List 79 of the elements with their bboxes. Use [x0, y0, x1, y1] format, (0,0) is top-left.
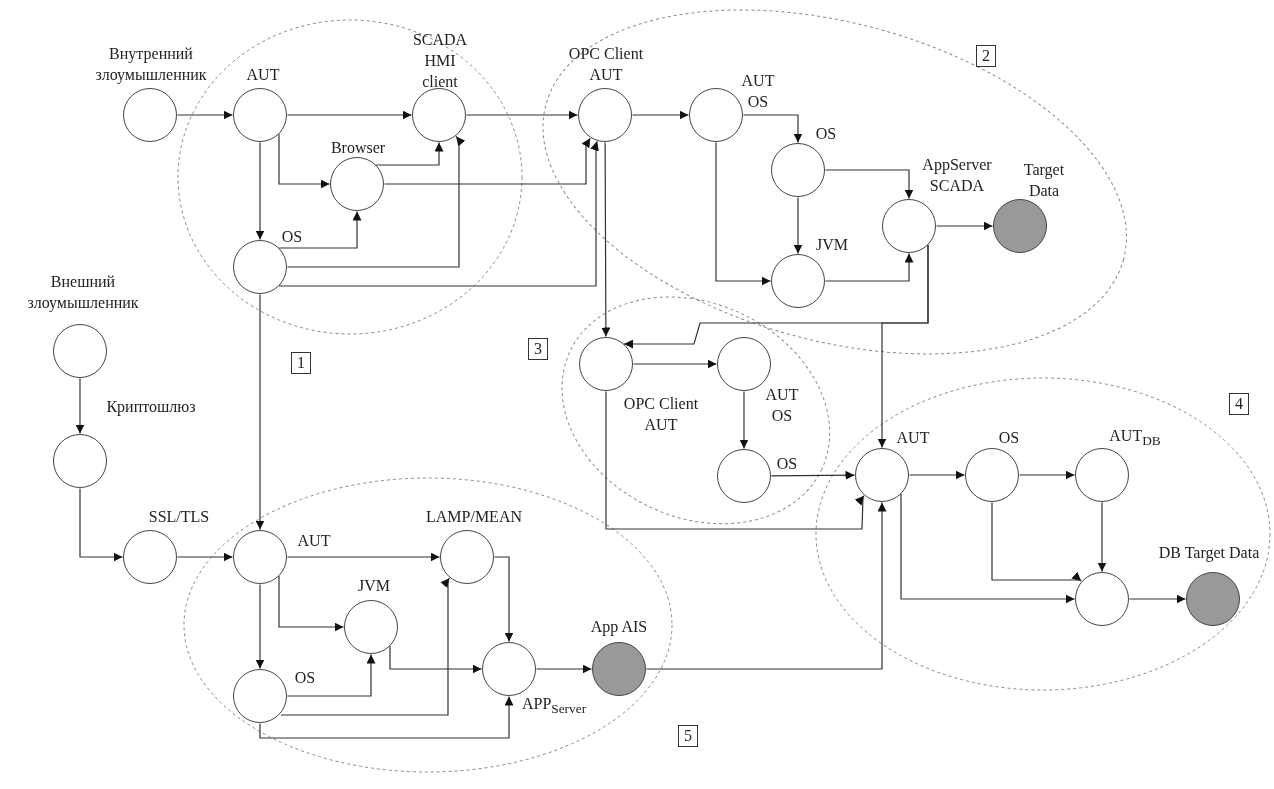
arrow	[375, 141, 444, 166]
arrow	[770, 470, 856, 480]
node-label: Target Data	[1022, 160, 1066, 201]
arrow	[278, 210, 362, 249]
arrow	[1128, 594, 1187, 604]
node-label: LAMP/MEAN	[426, 506, 522, 527]
node-label: AUT	[297, 530, 331, 551]
arrow	[900, 493, 1076, 604]
arrow	[824, 169, 914, 200]
node-label: SCADA HMI client	[411, 29, 469, 92]
node-label: AppServer SCADA	[921, 155, 993, 196]
arrow	[255, 293, 265, 531]
node-label: JVM	[358, 575, 390, 596]
arrow	[286, 653, 376, 697]
arrow	[383, 137, 591, 185]
arrow	[1097, 501, 1107, 573]
arrow	[465, 110, 579, 120]
arrow	[75, 377, 85, 435]
node-label: JVM	[816, 234, 848, 255]
arrow	[605, 390, 865, 530]
node-label: OS	[815, 123, 837, 144]
arrow	[79, 487, 124, 562]
arrow	[739, 390, 749, 450]
node-label: Внешний злоумышленник	[26, 272, 140, 314]
arrow	[493, 556, 514, 643]
callout-number: 1	[291, 352, 311, 374]
node-label: OPC Client AUT	[567, 44, 645, 85]
dashed-ellipse	[815, 377, 1271, 691]
node-label: SSL/TLS	[148, 506, 210, 527]
arrow	[908, 470, 966, 480]
node-label: Криптошлюз	[106, 396, 196, 418]
arrow	[278, 140, 599, 287]
dashed-ellipse	[542, 9, 1128, 355]
node-label: OS	[998, 427, 1020, 448]
arrow	[286, 110, 413, 120]
arrow	[877, 244, 929, 449]
arrow	[935, 221, 994, 231]
arrow	[631, 110, 690, 120]
node-label: DB Target Data	[1158, 542, 1260, 564]
node-label: APP$_{Server}$	[521, 694, 587, 718]
arrow	[255, 141, 265, 241]
arrow	[991, 501, 1082, 582]
arrow	[645, 501, 887, 670]
dashed-ellipse	[561, 295, 831, 525]
arrow	[176, 110, 234, 120]
arrow	[278, 133, 331, 189]
arrow	[715, 141, 772, 286]
node-label: AUT	[896, 427, 930, 448]
arrow	[793, 196, 803, 255]
callout-number: 2	[976, 45, 996, 67]
arrow	[535, 664, 593, 674]
arrow	[824, 252, 914, 282]
arrow	[280, 577, 451, 716]
circle-node	[1075, 572, 1129, 626]
arrow	[259, 695, 514, 739]
node-label: AUT	[246, 64, 280, 85]
node-label: Внутренний злоумышленник	[94, 44, 208, 86]
arrow	[601, 141, 611, 338]
node-label: Browser	[330, 137, 386, 158]
callout-number: 3	[528, 338, 548, 360]
arrow	[286, 135, 466, 268]
arrow	[1018, 470, 1076, 480]
arrow	[389, 645, 483, 674]
node-label: AUT$_{DB}$	[1109, 426, 1161, 450]
callout-number: 5	[678, 725, 698, 747]
node-label: AUT OS	[740, 71, 776, 112]
node-label: OS	[776, 453, 798, 474]
node-label: OS	[294, 667, 316, 688]
arrow	[255, 583, 265, 670]
arrow	[742, 114, 803, 144]
node-label: AUT OS	[764, 385, 800, 426]
callout-number: 4	[1229, 393, 1249, 415]
arrow	[286, 552, 441, 562]
node-label: OS	[281, 226, 303, 247]
arrow	[176, 552, 234, 562]
node-label: OPC Client AUT	[622, 394, 700, 435]
arrow	[278, 575, 345, 632]
arrow	[632, 359, 718, 369]
node-label: App AIS	[590, 616, 648, 638]
